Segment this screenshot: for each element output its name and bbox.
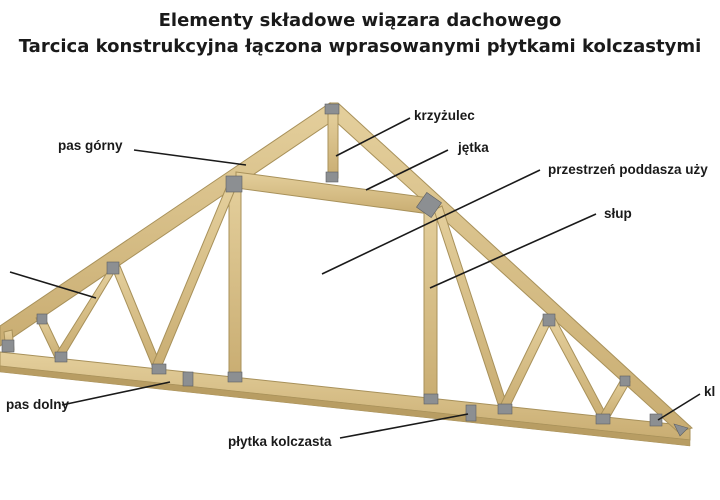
- leader-left-web: [9, 271, 97, 299]
- title-line-2: Tarcica konstrukcyjna łączona wprasowany…: [18, 36, 702, 57]
- label-pas-dolny: pas dolny: [6, 397, 70, 412]
- top-chord-left: [0, 102, 335, 347]
- leader-krzyzulec: [335, 117, 411, 157]
- label-przestrzen: przestrzeń poddasza uży: [548, 162, 708, 177]
- label-plytka: płytka kolczasta: [228, 434, 332, 449]
- leader-pas-dolny: [61, 381, 171, 406]
- apex-post: [327, 111, 339, 179]
- leader-plytka: [339, 413, 469, 439]
- post-right: [423, 203, 438, 401]
- nail-plates: [1, 103, 689, 437]
- label-krzyzulec: krzyżulec: [414, 108, 475, 123]
- label-pas-gorny: pas górny: [58, 138, 123, 153]
- leader-kl: [657, 393, 701, 421]
- label-jetka: jętka: [458, 140, 489, 155]
- label-kl: kl: [704, 384, 716, 399]
- leader-przestrzen: [321, 169, 541, 275]
- leader-pas-gorny: [133, 149, 247, 166]
- web-left-3: [111, 265, 163, 371]
- leader-jetka: [365, 149, 449, 191]
- leader-lines: [9, 117, 701, 439]
- title-line-1: Elementy składowe wiązara dachowego: [158, 10, 562, 31]
- leader-slup: [429, 213, 597, 289]
- post-left: [228, 179, 242, 379]
- web-right-2: [499, 315, 553, 411]
- label-slup: słup: [604, 206, 632, 221]
